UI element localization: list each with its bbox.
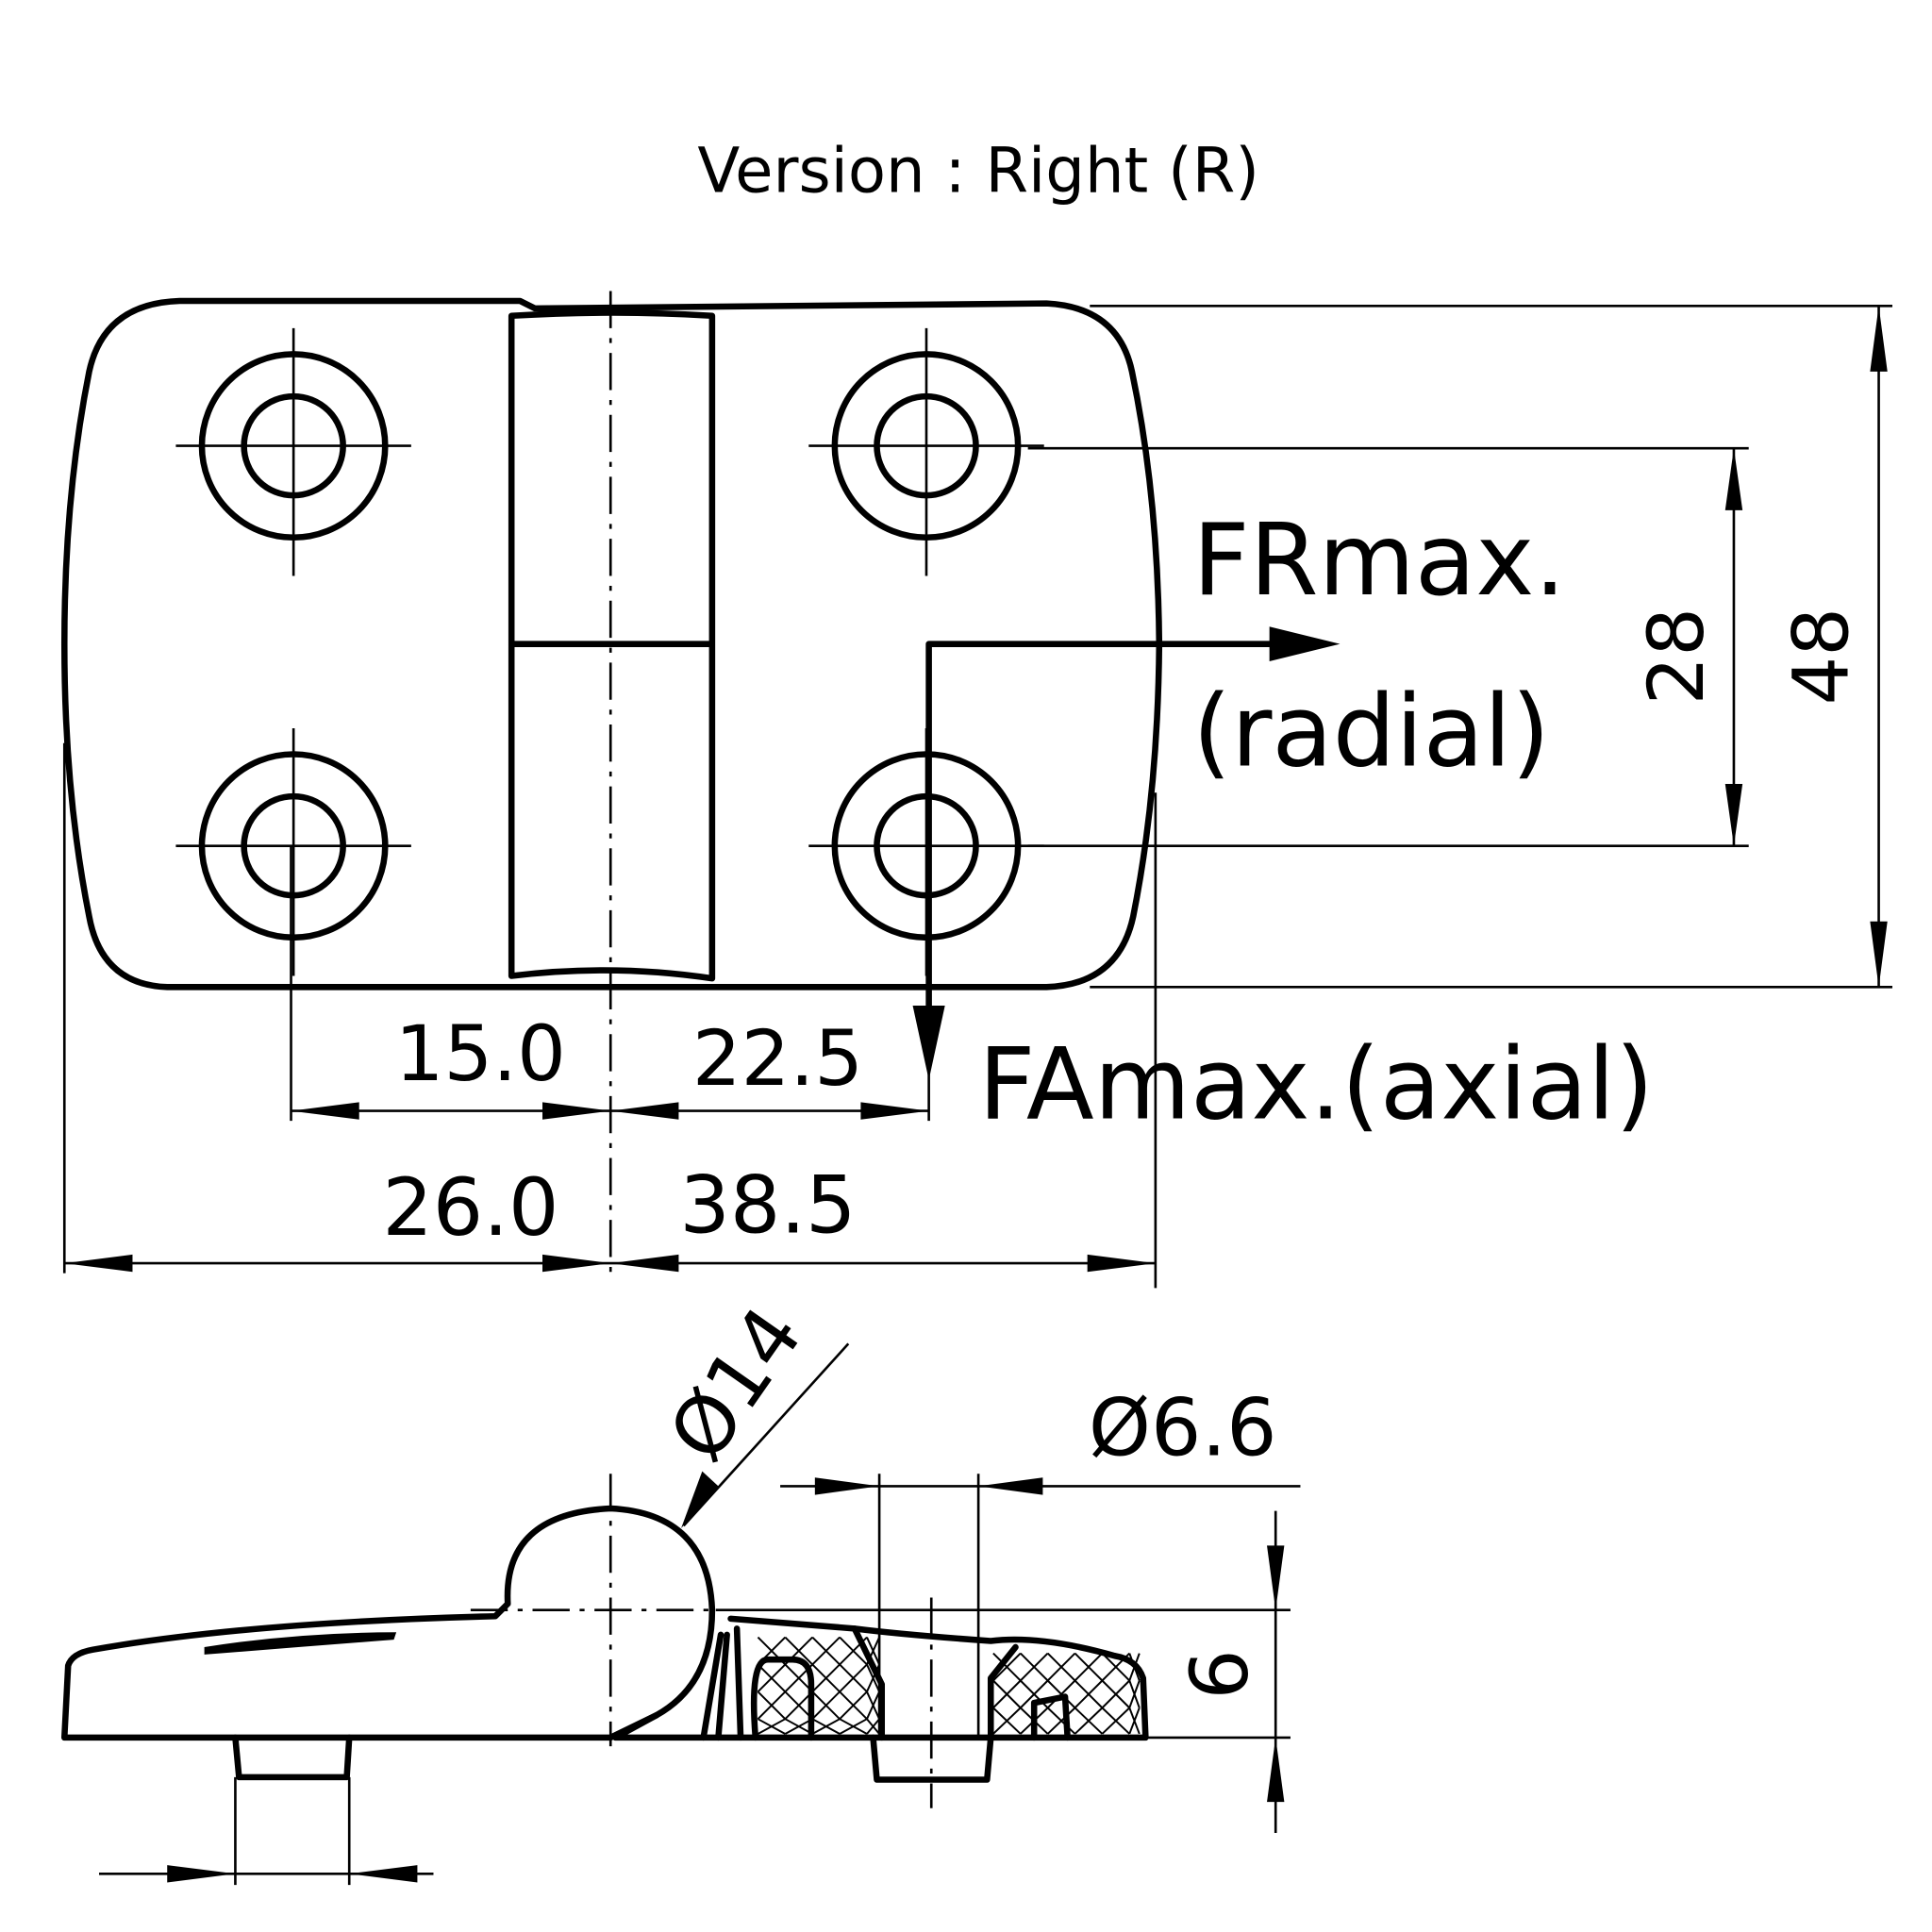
pin-diameter-label: Ø14 xyxy=(651,1291,821,1477)
hatch-line xyxy=(992,1707,1022,1735)
arrowhead xyxy=(291,1102,929,1120)
pin-diameter-leader xyxy=(682,1342,850,1527)
hatch-line xyxy=(992,1679,1022,1709)
hatch-line xyxy=(839,1690,868,1720)
arrowhead xyxy=(681,1471,719,1529)
hatch-line xyxy=(1074,1707,1104,1735)
hatch-line xyxy=(1074,1652,1104,1682)
radial-force-label: FRmax. xyxy=(1192,503,1566,618)
hatch-line xyxy=(1101,1707,1130,1735)
hatch-line xyxy=(811,1718,841,1735)
dimension-28-label: 28 xyxy=(1632,608,1722,706)
hatch-line xyxy=(866,1637,880,1665)
right-screw-head xyxy=(870,1734,994,1783)
mounting-hole xyxy=(808,327,1044,576)
force-arrows xyxy=(925,641,1279,1019)
mounting-hole xyxy=(175,327,411,576)
hatch-line xyxy=(1046,1707,1076,1735)
hatch-line xyxy=(866,1718,880,1735)
hatch-line xyxy=(784,1690,813,1720)
section-hatching xyxy=(757,1636,1141,1735)
hatch-line xyxy=(866,1690,880,1720)
side-view: Ø14 Ø6.6 9 xyxy=(60,1291,1301,1886)
dimension-48-label: 48 xyxy=(1777,608,1867,706)
arrowhead xyxy=(167,1865,418,1883)
hatch-line xyxy=(757,1690,787,1720)
left-screw-head xyxy=(232,1734,353,1781)
hatch-line xyxy=(757,1636,787,1666)
hatch-line xyxy=(1128,1707,1141,1735)
hatch-line xyxy=(1074,1679,1104,1709)
left-leaf-shading xyxy=(204,1632,397,1655)
hatch-line xyxy=(866,1664,880,1692)
drawing-title: Version : Right (R) xyxy=(697,135,1259,207)
hatch-line xyxy=(1020,1652,1049,1682)
hatch-line xyxy=(757,1663,787,1693)
dimension-26-label: 26.0 xyxy=(382,1161,558,1254)
axial-force-label: FAmax.(axial) xyxy=(978,1026,1654,1141)
hatch-line xyxy=(757,1718,786,1735)
arrowhead xyxy=(1267,1545,1285,1803)
dimension-38-5-label: 38.5 xyxy=(679,1158,856,1251)
left-leaf-profile xyxy=(60,1505,716,1741)
hatch-line xyxy=(811,1663,841,1693)
right-leaf-ribs xyxy=(700,1625,1071,1741)
hatch-line xyxy=(1020,1707,1049,1735)
hatch-line xyxy=(992,1652,1022,1682)
arrowhead xyxy=(64,1254,1156,1273)
hatch-line xyxy=(784,1718,813,1735)
hatch-line xyxy=(839,1663,868,1693)
radial-force-arrowhead xyxy=(1269,626,1341,662)
hole-diameter-label: Ø6.6 xyxy=(1089,1382,1277,1474)
thickness-label: 9 xyxy=(1170,1649,1262,1699)
hatch-line xyxy=(1101,1679,1130,1709)
radial-force-label-sub: (radial) xyxy=(1192,674,1550,789)
hatch-line xyxy=(1020,1679,1049,1709)
dimension-15-label: 15.0 xyxy=(395,1009,566,1099)
top-view: 28 48 FRmax. (radial) FAmax.(axial) 15.0… xyxy=(60,291,1892,1289)
arrowhead xyxy=(814,1477,1043,1495)
hatch-line xyxy=(1046,1652,1076,1682)
hatch-line xyxy=(811,1690,841,1720)
hatch-line xyxy=(784,1663,813,1693)
hatch-line xyxy=(784,1636,813,1666)
hatch-line xyxy=(839,1718,868,1735)
hatch-line xyxy=(811,1636,841,1666)
knuckle-outline xyxy=(508,309,716,982)
hatch-line xyxy=(1128,1680,1141,1708)
mounting-hole xyxy=(175,727,411,976)
hatch-line xyxy=(1101,1652,1130,1682)
hatch-line xyxy=(1046,1679,1076,1709)
hatch-line xyxy=(1128,1653,1141,1681)
dimension-22-5-label: 22.5 xyxy=(692,1014,863,1104)
hatch-line xyxy=(839,1636,868,1666)
